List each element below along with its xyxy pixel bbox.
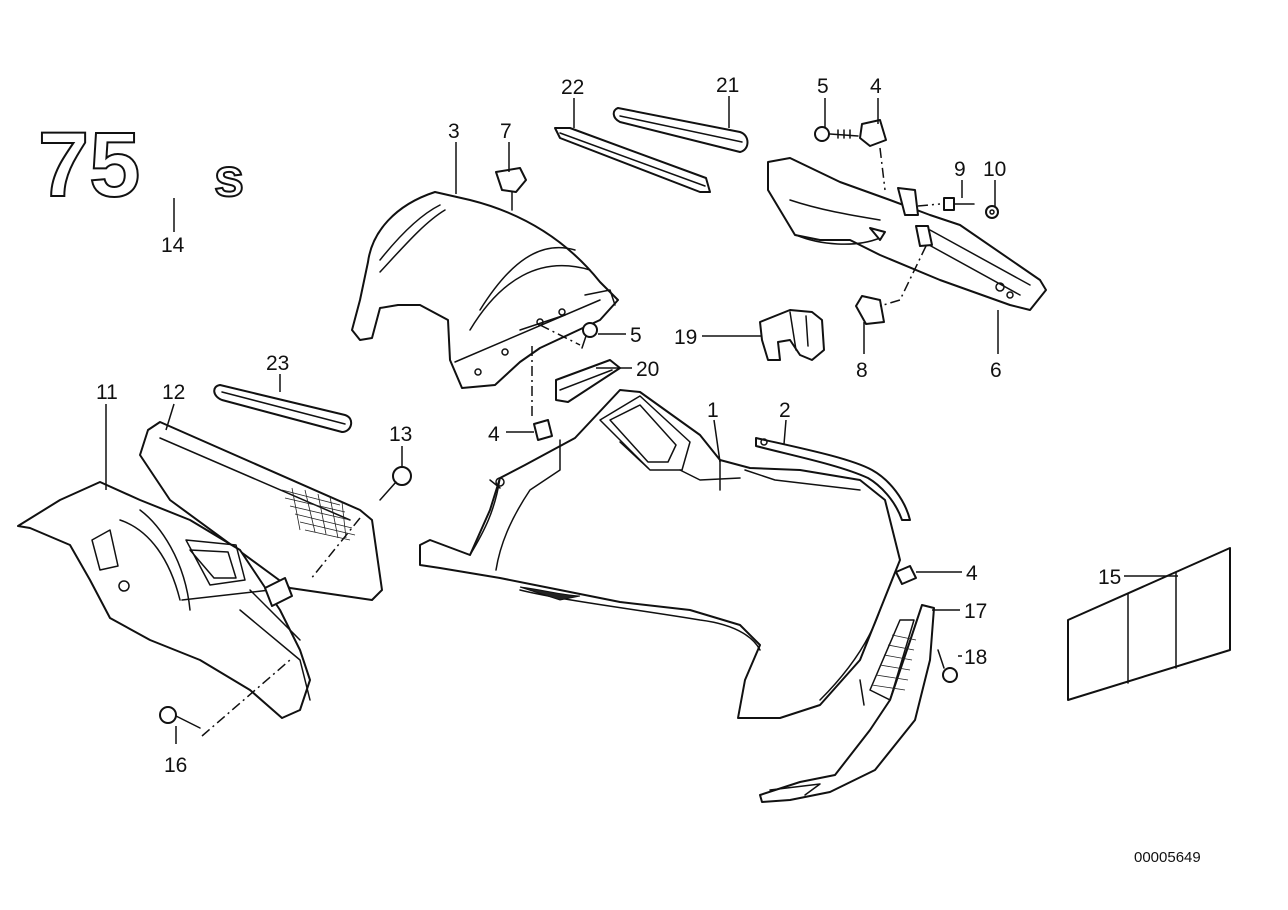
callout-6: 6 — [990, 359, 1002, 382]
part-3-upper-cowl — [351, 191, 619, 389]
callout-7: 7 — [500, 120, 512, 143]
part-16-screw — [159, 706, 201, 729]
callout-4-middle: 4 — [488, 423, 500, 446]
callout-3: 3 — [448, 120, 460, 143]
part-18-screw — [937, 649, 958, 683]
callout-4-top: 4 — [870, 75, 882, 98]
emblem-text: 75 — [38, 114, 140, 216]
callout-17: 17 — [964, 600, 987, 623]
callout-1: 1 — [707, 399, 719, 422]
callout-13: 13 — [389, 423, 412, 446]
emblem-75s: 75 s — [37, 113, 245, 217]
part-11-left-fairing — [17, 481, 311, 719]
callout-numbers: 1 2 3 4 4 4 5 5 6 7 8 9 10 11 12 13 14 1… — [96, 74, 1121, 777]
part-10-washer — [985, 205, 999, 219]
callout-2: 2 — [779, 399, 791, 422]
callout-5-middle: 5 — [630, 324, 642, 347]
part-15-label-sheet — [1067, 547, 1231, 701]
part-20-pad — [555, 359, 621, 403]
callout-23: 23 — [266, 352, 289, 375]
part-1-main-fairing — [419, 389, 901, 719]
part-13-screw — [379, 466, 412, 501]
emblem-suffix: s — [214, 148, 244, 208]
callout-16: 16 — [164, 754, 187, 777]
callout-21: 21 — [716, 74, 739, 97]
part-4-nut-middle — [533, 419, 553, 441]
part-6-bracket — [767, 157, 1047, 311]
callout-9: 9 — [954, 158, 966, 181]
part-5-screw-upper — [814, 126, 859, 142]
part-2-edge-trim — [755, 437, 911, 521]
part-9-bolt — [943, 197, 975, 211]
callout-20: 20 — [636, 358, 659, 381]
leader-lines — [105, 96, 1178, 744]
part-12-side-panel — [139, 421, 383, 601]
part-23-strip — [213, 384, 353, 433]
part-19-bracket — [759, 309, 825, 361]
part-5-screw-middle — [581, 322, 598, 349]
assembly-lines — [201, 147, 941, 737]
callout-12: 12 — [162, 381, 185, 404]
part-17-lower-trim — [759, 604, 935, 803]
part-4-nut-right — [895, 565, 917, 585]
callout-22: 22 — [561, 76, 584, 99]
callout-15: 15 — [1098, 566, 1121, 589]
callout-14: 14 — [161, 234, 185, 257]
callout-19: 19 — [674, 326, 697, 349]
callout-18: 18 — [964, 646, 987, 669]
part-7-clip — [495, 167, 527, 211]
part-22-strip — [554, 127, 711, 193]
callout-10: 10 — [983, 158, 1006, 181]
part-8-clip — [855, 295, 885, 325]
callout-5-top: 5 — [817, 75, 829, 98]
part-4-nut-upper — [859, 119, 887, 147]
callout-11: 11 — [96, 381, 118, 404]
reference-number: 00005649 — [1134, 849, 1201, 866]
callout-4-right: 4 — [966, 562, 978, 585]
callout-8: 8 — [856, 359, 868, 382]
part-21-seal — [612, 107, 749, 153]
